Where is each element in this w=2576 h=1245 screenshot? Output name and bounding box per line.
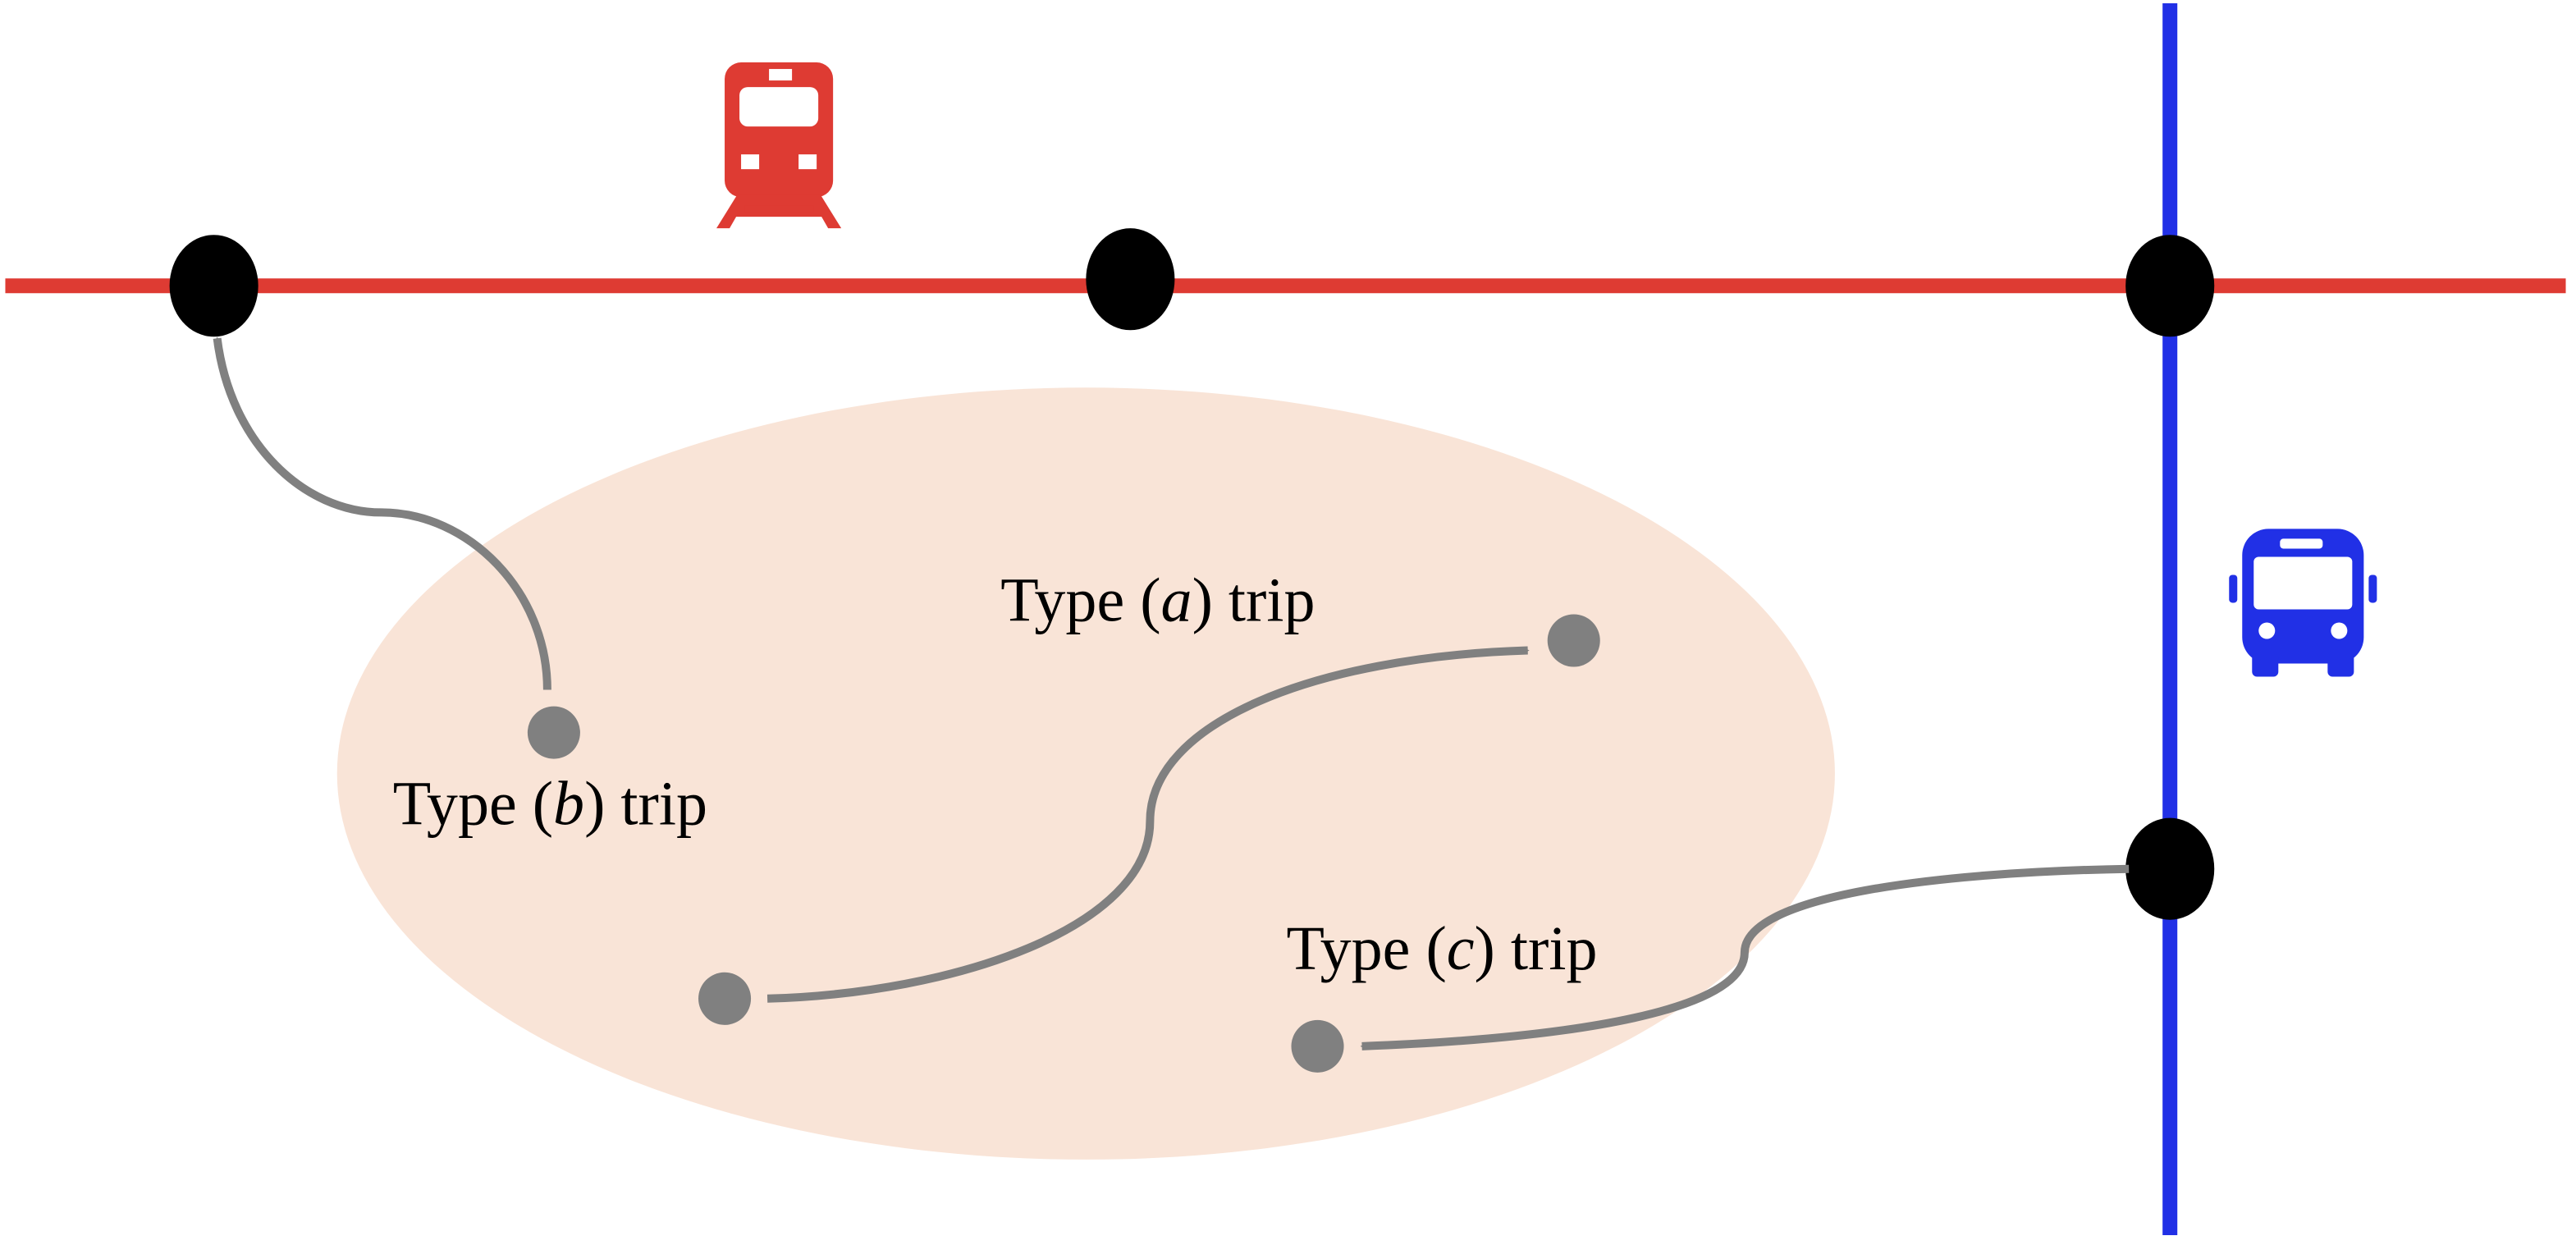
trip-c-destination <box>1291 1019 1344 1073</box>
service-area <box>336 387 1835 1160</box>
train-icon <box>716 62 842 229</box>
trip-a-destination <box>1547 614 1600 667</box>
type-a-label: Type (a) trip <box>1000 565 1315 634</box>
bus-station <box>2125 817 2215 920</box>
trip-c-arrow <box>1360 864 2130 1050</box>
transfer-station <box>2125 235 2215 337</box>
trip-a-origin <box>698 972 752 1025</box>
trip-b-arrow <box>213 336 551 690</box>
rail-station-2 <box>1086 228 1175 331</box>
bus-icon <box>2229 529 2377 677</box>
type-b-label: Type (b) trip <box>393 770 707 839</box>
type-c-label: Type (c) trip <box>1286 914 1597 983</box>
trip-a-arrow <box>766 646 1530 1003</box>
trip-b-origin <box>527 706 580 759</box>
rail-station-1 <box>169 235 259 337</box>
